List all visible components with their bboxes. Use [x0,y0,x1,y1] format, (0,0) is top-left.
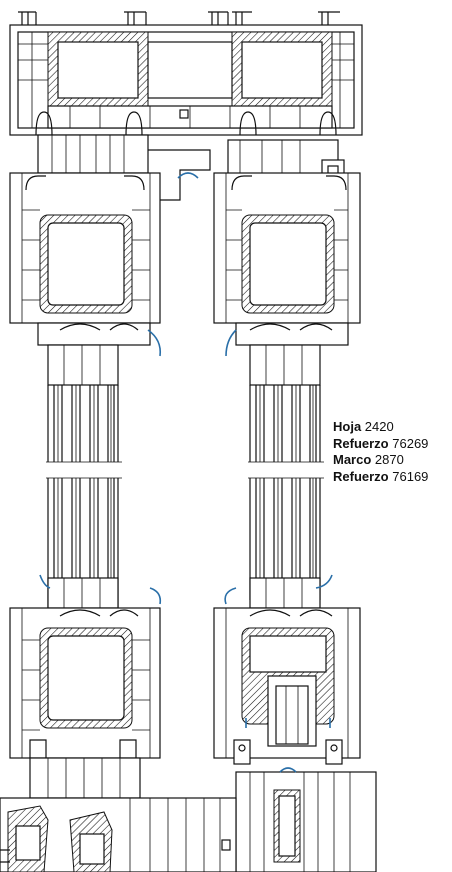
right-upper-sash-profile [213,172,361,357]
spec-row-refuerzo-hoja: Refuerzo 76269 [333,436,428,453]
spec-value: 76269 [392,435,429,451]
spec-row-refuerzo-marco: Refuerzo 76169 [333,469,428,486]
spec-row-hoja: Hoja 2420 [333,419,428,436]
upper-connector-profile [37,134,345,201]
left-upper-sash-profile [9,172,162,357]
spec-key: Refuerzo [333,468,389,484]
bottom-frame-profile [0,757,377,872]
spec-key: Hoja [333,419,362,434]
spec-row-marco: Marco 2870 [333,452,428,469]
spec-key: Marco [333,452,372,467]
spec-value: 76169 [392,468,429,484]
left-lower-sash-profile [9,574,162,759]
spec-key: Refuerzo [333,435,389,451]
spec-value: 2420 [364,419,394,434]
right-glazing-unit [248,344,324,609]
top-frame-profile [9,11,363,136]
spec-value: 2870 [374,452,404,467]
right-lower-sash-profile [213,574,361,765]
profile-specifications: Hoja 2420 Refuerzo 76269 Marco 2870 Refu… [333,419,428,485]
